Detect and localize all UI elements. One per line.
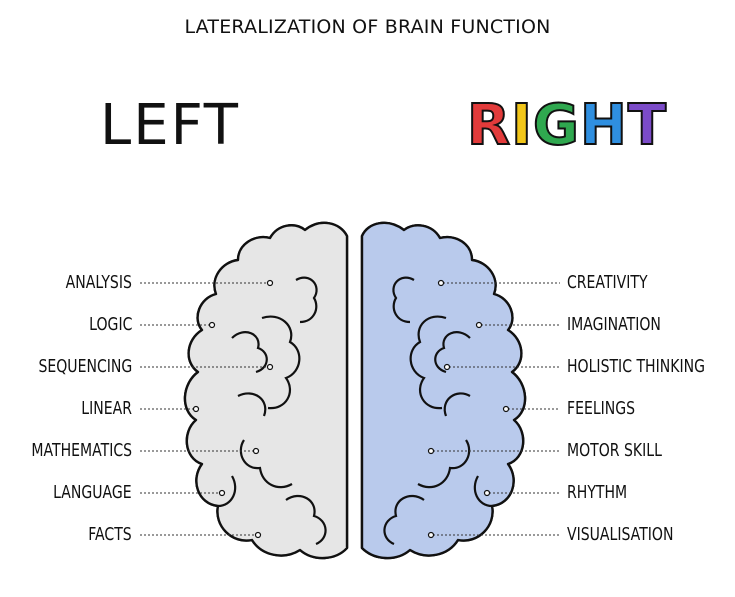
page-title: LATERALIZATION OF BRAIN FUNCTION xyxy=(184,16,551,38)
right-label-visualisation: VISUALISATION xyxy=(567,524,674,545)
left-heading: LEFT xyxy=(100,93,241,158)
left-leader-lines xyxy=(140,282,268,536)
right-letter-r: R xyxy=(466,93,512,158)
right-label-imagination: IMAGINATION xyxy=(567,314,661,335)
right-label-holistic-thinking: HOLISTIC THINKING xyxy=(567,356,705,377)
right-letter-h: H xyxy=(579,93,628,158)
left-label-logic: LOGIC xyxy=(88,314,132,335)
left-label-analysis: ANALYSIS xyxy=(65,272,132,293)
right-label-feelings: FEELINGS xyxy=(567,398,636,419)
right-letter-i: I xyxy=(510,93,533,158)
left-hemisphere xyxy=(183,221,349,560)
left-label-linear: LINEAR xyxy=(81,398,132,419)
right-letter-g: G xyxy=(532,93,580,158)
left-leader-dots xyxy=(192,279,274,539)
left-label-language: LANGUAGE xyxy=(53,482,132,503)
right-letter-t: T xyxy=(627,93,668,158)
right-label-creativity: CREATIVITY xyxy=(567,272,648,293)
right-heading: RIGHT xyxy=(466,93,668,158)
right-hemisphere xyxy=(360,221,527,560)
right-leader-lines xyxy=(433,282,560,536)
left-label-sequencing: SEQUENCING xyxy=(38,356,132,377)
left-label-facts: FACTS xyxy=(88,524,132,545)
right-label-rhythm: RHYTHM xyxy=(567,482,628,503)
left-label-mathematics: MATHEMATICS xyxy=(31,440,132,461)
right-leader-dots xyxy=(427,279,510,539)
right-label-motor-skill: MOTOR SKILL xyxy=(567,440,662,461)
